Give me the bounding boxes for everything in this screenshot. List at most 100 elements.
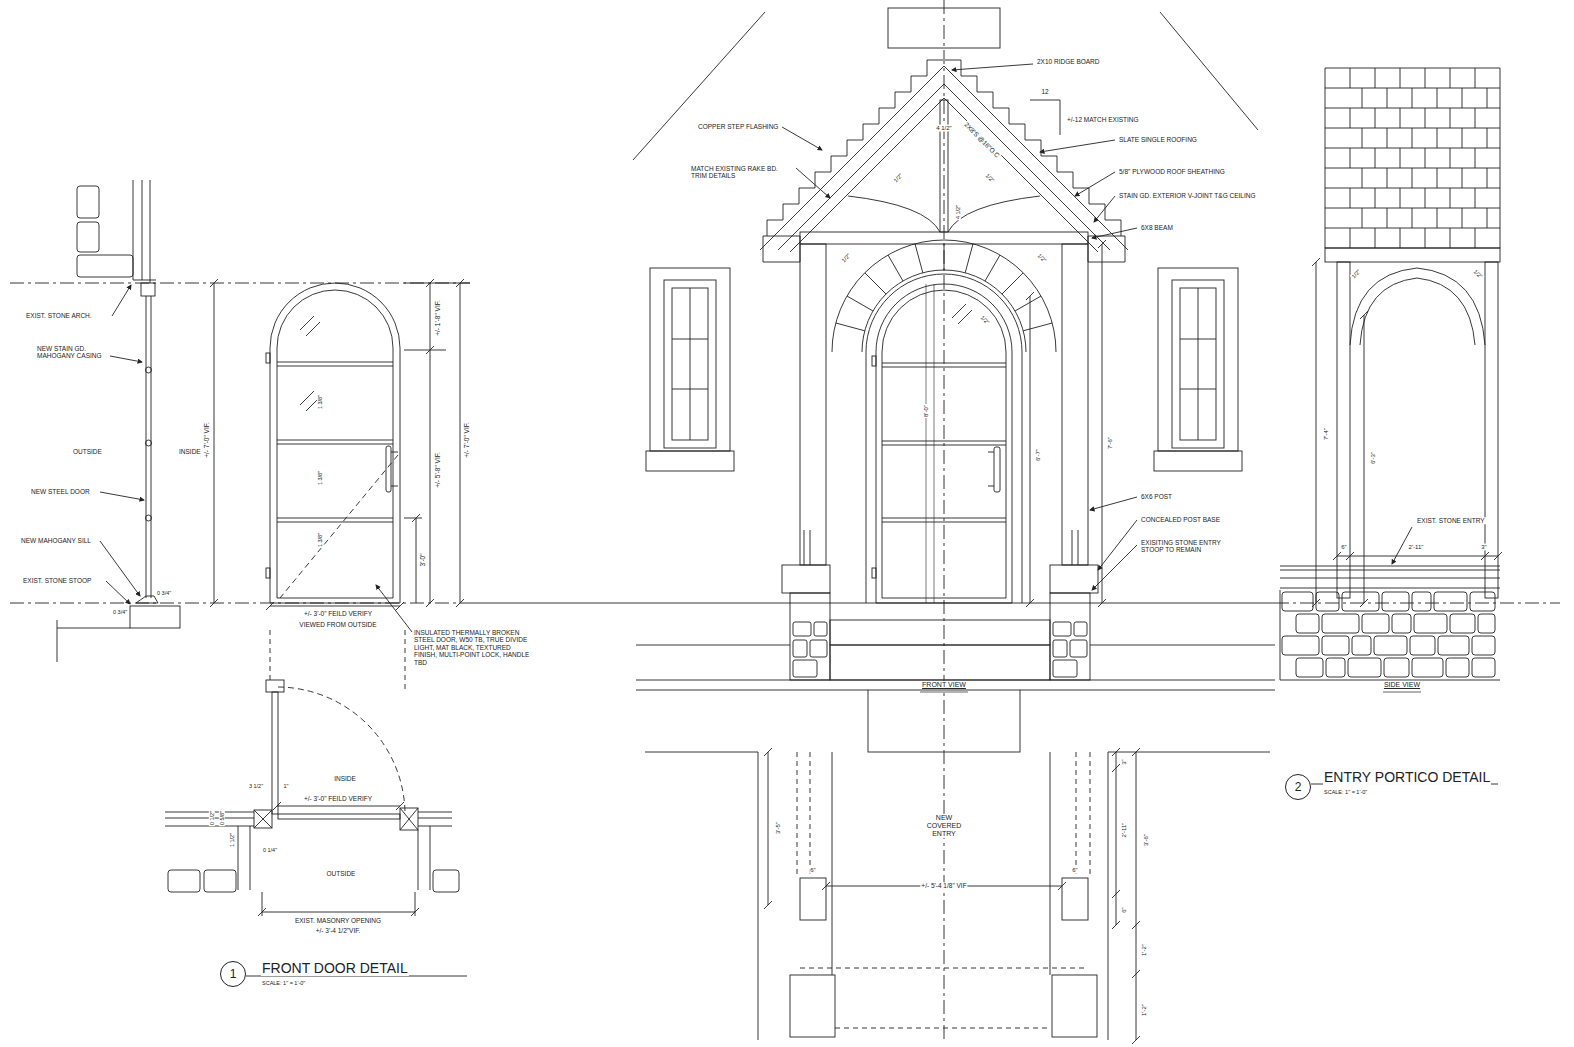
stone-block: [1322, 614, 1359, 633]
door-elevation: [266, 353, 270, 363]
dimension-label: 3": [1480, 544, 1487, 551]
dimension-label: 1'-2": [1141, 1003, 1148, 1017]
callout-label: NEW MAHOGANY SILL: [20, 537, 92, 544]
stone-block: [1296, 614, 1319, 633]
portico-side-view: [1282, 68, 1500, 677]
door-plan: [270, 630, 405, 690]
door-plan: [258, 892, 419, 916]
plan-label: NEW COVERED ENTRY: [921, 814, 967, 838]
dimension-label: +/- 5'-4 1/8" VIF: [920, 882, 967, 889]
door-plan: [266, 680, 284, 692]
portico-front-view: [1180, 288, 1216, 440]
dimension-line: [1026, 240, 1106, 607]
stone-block: [1472, 658, 1495, 677]
portico-front-view: [760, 66, 1128, 250]
stone-block: [1472, 636, 1495, 655]
portico-front-view: [882, 363, 1006, 522]
stone-block: [1382, 592, 1409, 611]
portico-front-view: [1053, 622, 1071, 636]
door-plan: [254, 810, 272, 828]
door-elevation: [277, 362, 393, 522]
dimension-label: 8'-0": [923, 404, 930, 418]
portico-front-view: [793, 640, 807, 657]
stone-block: [1282, 636, 1319, 655]
dimension-label: 1/2": [979, 314, 992, 327]
wall-section: [130, 606, 180, 628]
callout-label: COPPER STEP FLASHING: [697, 123, 779, 130]
callout-label: 2X10 RIDGE BOARD: [1036, 58, 1101, 65]
dimension-label: 0 5/8": [219, 810, 225, 826]
portico-front-view: [633, 8, 1275, 680]
portico-front-view: [872, 356, 876, 366]
wall-section: [146, 440, 152, 446]
dimension-label: 3": [1121, 758, 1128, 765]
dimension-label: 1": [282, 783, 289, 789]
portico-plan: [800, 878, 826, 920]
callout-label: EXISITING STONE ENTRY STOOP TO REMAIN: [1140, 539, 1242, 554]
leader-line: [782, 127, 822, 150]
portico-front-view: [767, 60, 943, 236]
dimension-label: +/- 7'-0" VIF.: [203, 421, 210, 459]
callout-label: EXIST. STONE ARCH.: [25, 312, 93, 319]
stone-block: [1434, 592, 1467, 611]
portico-front-view: [876, 284, 1012, 603]
leader-line: [1092, 545, 1137, 590]
dimension-label: 6": [1121, 906, 1128, 913]
callout-circle: 1: [220, 961, 246, 987]
dimension-label: 7'-4": [1323, 427, 1330, 441]
stone-block: [1384, 658, 1409, 677]
dimension-label: 3'-0": [419, 553, 426, 568]
portico-front-view: [926, 284, 934, 603]
portico-front-view: [800, 244, 826, 565]
door-plan: [272, 692, 278, 814]
leader-line: [782, 64, 1137, 590]
dimension-label: EXIST. MASONRY OPENING: [294, 917, 382, 924]
portico-front-view: [672, 288, 708, 440]
portico-front-view: [866, 274, 1022, 603]
side-label: INSIDE: [178, 448, 202, 455]
portico-front-view: [1074, 622, 1087, 636]
stone-block: [1362, 614, 1389, 633]
door-plan: [433, 870, 459, 892]
stone-block: [1414, 614, 1447, 633]
portico-side-view: [1312, 258, 1320, 607]
stone-block: [1392, 614, 1411, 633]
door-plan: [204, 870, 236, 892]
portico-front-view: [1158, 268, 1238, 451]
stone-block: [1282, 592, 1313, 611]
datum-line: [10, 603, 470, 604]
portico-front-view: [810, 640, 827, 657]
dimension-line: [210, 279, 218, 607]
portico-front-view: [804, 530, 1078, 565]
wall-section: [77, 186, 99, 218]
stone-block: [1450, 614, 1475, 633]
callout-label: MATCH EXISTING RAKE BD. TRIM DETAILS: [690, 165, 796, 180]
door-plan: [400, 808, 418, 830]
portico-front-view: [1154, 451, 1242, 471]
portico-front-view: [1050, 593, 1090, 680]
dimension-label: 0 3/4": [112, 609, 128, 615]
portico-front-view: [940, 100, 948, 232]
portico-side-view: [1325, 248, 1500, 262]
dimension-label: +/- 1'-8" VIF.: [434, 299, 441, 337]
wall-section: [146, 367, 152, 373]
callout-label: NEW STEEL DOOR: [30, 488, 91, 495]
wall-section: [57, 180, 180, 662]
door-elevation: [391, 452, 398, 486]
callout-label: CONCEALED POST BASE: [1140, 516, 1221, 523]
callout-number: 2: [1295, 780, 1302, 794]
stone-block: [1342, 592, 1379, 611]
portico-side-view: [1280, 566, 1500, 588]
leader-line: [952, 64, 1033, 70]
door-plan: [278, 814, 400, 819]
dimension-label: 1/2": [1472, 268, 1485, 281]
portico-front-view: [830, 645, 1050, 680]
portico-front-view: [836, 244, 1052, 331]
portico-plan: [1052, 975, 1097, 1037]
callout-label: 5/8" PLYWOOD ROOF SHEATHING: [1118, 168, 1226, 175]
leader-line: [100, 492, 144, 500]
portico-front-view: [664, 280, 716, 448]
pitch-label: 12: [1040, 88, 1049, 95]
portico-side-view: [1333, 552, 1502, 560]
